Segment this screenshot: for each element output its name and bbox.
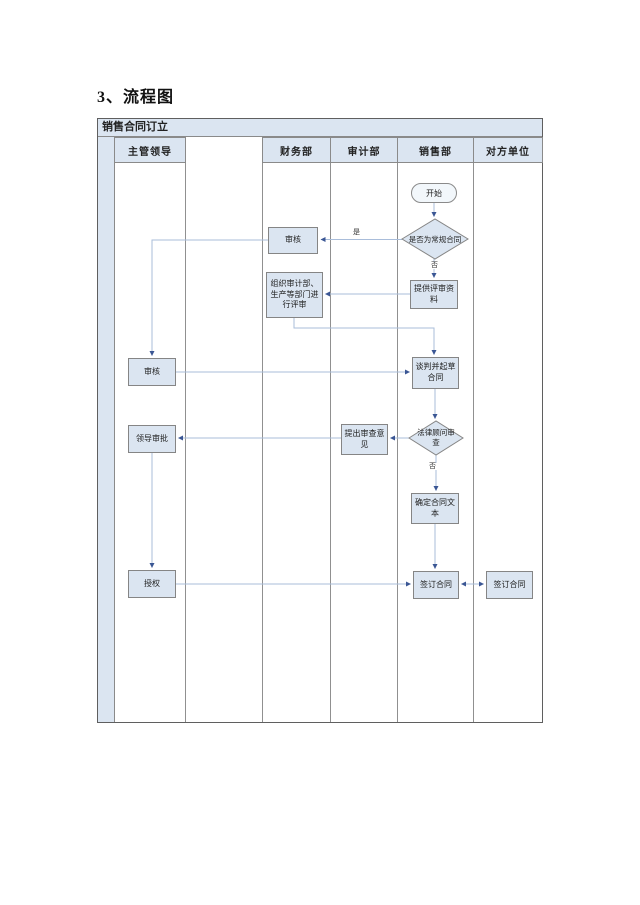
lane-divider — [330, 137, 331, 722]
node-provide-materials: 提供评审资料 — [410, 280, 458, 309]
node-review-finance: 审核 — [268, 227, 318, 254]
lane-header-supervisor: 主管领导 — [114, 137, 186, 163]
lane-margin-strip — [98, 137, 115, 722]
lane-divider — [473, 137, 474, 722]
node-sign-sales: 签订合同 — [413, 571, 459, 599]
lane-divider — [185, 137, 186, 722]
node-review-leader: 审核 — [128, 358, 176, 386]
node-negotiate-draft: 谈判并起草合同 — [412, 357, 459, 389]
node-authorize: 授权 — [128, 570, 176, 598]
table-title: 销售合同订立 — [98, 119, 542, 137]
lane-divider — [262, 137, 263, 722]
node-leader-approve: 领导审批 — [128, 425, 176, 453]
node-finalize-text: 确定合同文本 — [411, 493, 459, 524]
lane-divider — [397, 137, 398, 722]
edge-label-no-2: 否 — [428, 462, 437, 470]
node-sign-counterparty: 签订合同 — [486, 571, 533, 599]
node-review-opinion: 提出审查意见 — [341, 424, 388, 455]
lane-header-counterparty: 对方单位 — [473, 137, 543, 163]
decision-legal-review-label: 法律顾问审查 — [417, 428, 455, 447]
flowchart-table — [97, 118, 543, 723]
decision-regular-contract-label: 是否为常规合同 — [408, 234, 462, 244]
node-start: 开始 — [411, 183, 457, 203]
section-title: 3、流程图 — [97, 89, 175, 106]
lane-header-finance: 财务部 — [262, 137, 331, 163]
edge-label-yes: 是 — [352, 228, 361, 236]
lane-header-audit: 审计部 — [330, 137, 398, 163]
edge-label-no-1: 否 — [430, 261, 439, 269]
node-organize-review: 组织审计部、生产等部门进行评审 — [266, 272, 323, 318]
lane-header-sales: 销售部 — [397, 137, 474, 163]
